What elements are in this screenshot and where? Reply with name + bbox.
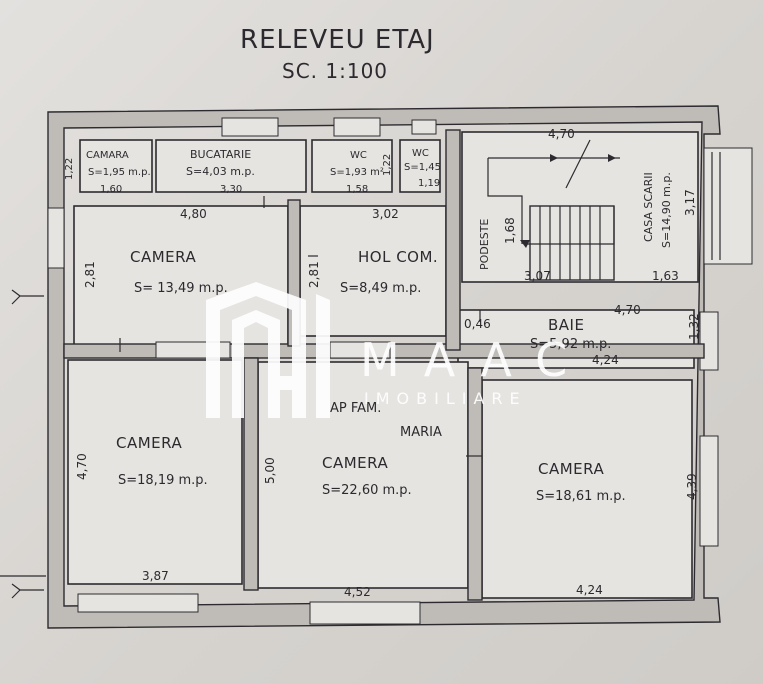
baie-area: S=5,92 m.p. <box>530 337 611 352</box>
room-camara <box>79 139 153 193</box>
wc1-name: WC <box>350 150 367 161</box>
camera-nw-dim-top: 4,80 <box>180 207 207 221</box>
wc2-name: WC <box>412 148 429 159</box>
baie-dim-bottom: 4,24 <box>592 353 619 367</box>
camera-nw-name: CAMERA <box>130 248 196 266</box>
baie-name: BAIE <box>548 316 584 334</box>
interior-wall-sw <box>243 357 259 591</box>
camera-nw-dim-left: 2,81 <box>83 261 97 288</box>
camera-sw-dim-bottom: 3,87 <box>142 569 169 583</box>
dimension-ticks <box>119 196 482 457</box>
camera-s-area: S=22,60 m.p. <box>322 483 412 498</box>
camera-sw-dim-left: 4,70 <box>75 453 89 480</box>
interior-wall-stair <box>445 129 461 351</box>
camera-sw-area: S=18,19 m.p. <box>118 473 208 488</box>
bucatarie-dim-bottom: 3,30 <box>220 184 242 195</box>
casa-scarii-dim-right: 3,17 <box>683 189 697 216</box>
hol-com-area: S=8,49 m.p. <box>340 281 421 296</box>
baie-dim-top: 4,70 <box>614 303 641 317</box>
watermark-brand: MAAC <box>360 333 591 387</box>
podeste-dim: 1,68 <box>503 217 517 244</box>
stair-window-bay <box>703 147 753 265</box>
interior-wall-se <box>467 367 483 601</box>
room-wc-2 <box>399 139 441 193</box>
window-top-2 <box>333 117 381 137</box>
wc1-area: S=1,93 m² <box>330 167 384 178</box>
room-wc-1 <box>311 139 393 193</box>
wc2-dim-right: 1,19 <box>418 178 440 189</box>
window-right-2 <box>699 435 719 547</box>
window-top-3 <box>411 119 437 135</box>
bucatarie-area: S=4,03 m.p. <box>186 165 255 178</box>
camera-s-dim-left: 5,00 <box>263 457 277 484</box>
camera-se-dim-right: 4,39 <box>685 473 699 500</box>
bucatarie-name: BUCATARIE <box>190 148 251 161</box>
room-bucatarie <box>155 139 307 193</box>
camera-se-area: S=18,61 m.p. <box>536 489 626 504</box>
camera-s-dim-bottom: 4,52 <box>344 585 371 599</box>
casa-scarii-dim-bottom-left: 3,07 <box>524 269 551 283</box>
plan-title: RELEVEU ETAJ <box>240 25 435 55</box>
window-bottom-2 <box>309 601 421 625</box>
stairs <box>487 139 620 281</box>
wc1-dim-bottom: 1,58 <box>346 184 368 195</box>
wc2-area: S=1,45 <box>404 162 441 173</box>
window-top-1 <box>221 117 279 137</box>
camera-s-name: CAMERA <box>322 454 388 472</box>
plan-scale: SC. 1:100 <box>282 59 388 83</box>
apartment-line2: MARIA <box>400 425 442 440</box>
watermark-logo: MAAC IMOBILIARE <box>206 282 591 418</box>
camera-nw-area: S= 13,49 m.p. <box>134 281 228 296</box>
casa-scarii-name: CASA SCARII <box>642 172 655 242</box>
apartment-line1: AP FAM. <box>330 401 381 416</box>
baie-dim-left: 0,46 <box>464 317 491 331</box>
wc1-dim-right: 1,22 <box>382 154 393 176</box>
casa-scarii-dim-bottom-right: 1,63 <box>652 269 679 283</box>
window-right-1 <box>699 311 719 371</box>
casa-scarii-area: S=14,90 m.p. <box>660 172 673 248</box>
room-camera-nw <box>73 205 289 347</box>
podeste-name: PODESTE <box>478 219 491 270</box>
baie-dim-right: 1,32 <box>687 313 701 340</box>
casa-scarii-dim-top: 4,70 <box>548 127 575 141</box>
camera-se-name: CAMERA <box>538 460 604 478</box>
outer-wall <box>47 105 721 629</box>
camara-area: S=1,95 m.p. <box>88 167 151 178</box>
watermark-sub: IMOBILIARE <box>364 389 527 408</box>
grid-marker-left <box>11 289 44 599</box>
camara-name: CAMARA <box>86 150 129 161</box>
hol-com-name: HOL COM. <box>358 248 438 266</box>
camara-dim-left: 1,22 <box>64 158 75 180</box>
camera-sw-name: CAMERA <box>116 434 182 452</box>
hol-com-dim-left: 2,81 <box>307 261 321 288</box>
camera-se-dim-bottom: 4,24 <box>576 583 603 597</box>
window-bottom-1 <box>77 593 199 613</box>
window-left-1 <box>47 207 65 269</box>
hol-com-dim-top: 3,02 <box>372 207 399 221</box>
room-camera-se <box>481 379 693 599</box>
camara-dim-bottom: 1,60 <box>100 184 122 195</box>
house-logo-icon <box>206 282 330 418</box>
